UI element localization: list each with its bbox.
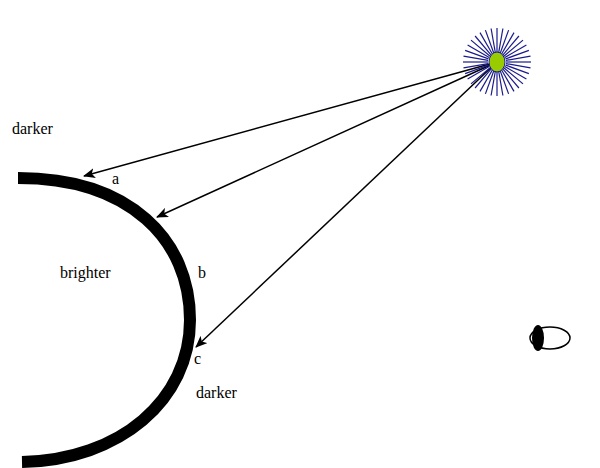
point-label: b bbox=[198, 264, 206, 282]
light-ray-stroke bbox=[500, 71, 509, 94]
light-ray-stroke bbox=[506, 56, 531, 60]
light-ray-stroke bbox=[506, 64, 531, 68]
eye-pupil bbox=[532, 325, 544, 351]
light-ray-stroke bbox=[499, 29, 503, 54]
light-ray-stroke bbox=[496, 28, 497, 53]
point-label: a bbox=[112, 170, 119, 188]
curved-surface bbox=[18, 178, 190, 462]
light-ray-stroke bbox=[491, 29, 495, 54]
light-source-center bbox=[489, 52, 505, 72]
light-ray-stroke bbox=[485, 30, 494, 53]
light-ray-stroke bbox=[464, 56, 489, 60]
light-ray bbox=[84, 62, 497, 176]
light-ray-stroke bbox=[465, 65, 488, 74]
light-ray-stroke bbox=[499, 71, 503, 96]
point-label: c bbox=[194, 350, 201, 368]
region-label: darker bbox=[196, 384, 237, 402]
light-ray-stroke bbox=[464, 64, 489, 68]
light-ray-stroke bbox=[491, 71, 495, 96]
light-ray bbox=[196, 62, 497, 347]
eye-symbol bbox=[530, 325, 570, 351]
light-ray bbox=[157, 62, 497, 217]
light-ray-stroke bbox=[463, 61, 488, 62]
light-ray-stroke bbox=[506, 50, 529, 59]
light-source-rays bbox=[463, 28, 531, 96]
region-label: brighter bbox=[60, 264, 111, 282]
light-ray-stroke bbox=[506, 61, 531, 62]
light-ray-stroke bbox=[496, 71, 497, 96]
region-label: darker bbox=[12, 120, 53, 138]
